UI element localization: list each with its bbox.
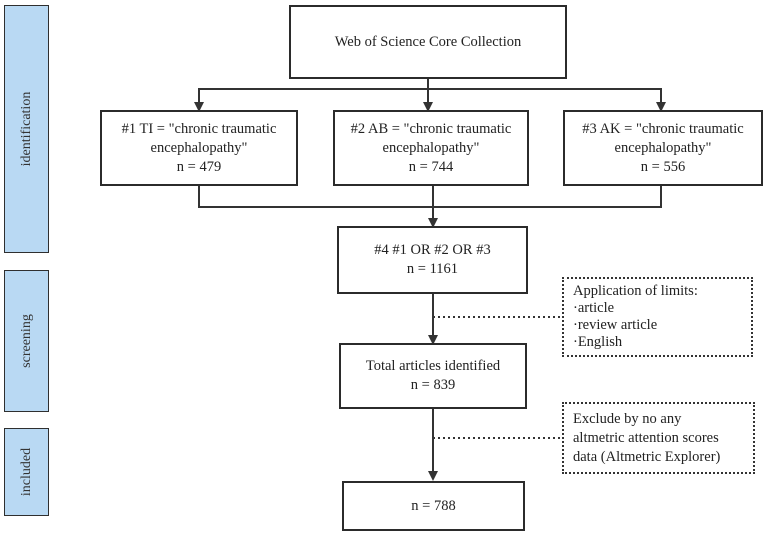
phase-included: included — [4, 428, 49, 516]
search-1-query-cont: encephalopathy" — [150, 139, 248, 156]
exclude-line-1: Exclude by no any — [573, 411, 682, 427]
phase-included-label: included — [18, 447, 34, 497]
database-label: Web of Science Core Collection — [334, 33, 522, 50]
search-2-count: n = 744 — [408, 158, 454, 175]
limits-box: Application of limits: ·article ·review … — [562, 277, 753, 357]
final-count: n = 788 — [411, 497, 456, 514]
final-box: n = 788 — [342, 481, 525, 531]
search-3-query: #3 AK = "chronic traumatic — [582, 120, 744, 137]
exclude-line-2: altmetric attention scores — [573, 430, 719, 446]
search-box-3: #3 AK = "chronic traumatic encephalopath… — [563, 110, 763, 186]
search-3-count: n = 556 — [640, 158, 686, 175]
search-2-query-cont: encephalopathy" — [382, 139, 480, 156]
total-label: Total articles identified — [365, 358, 501, 374]
phase-identification: identification — [4, 5, 49, 253]
limit-item-english: ·English — [573, 334, 623, 350]
total-box: Total articles identified n = 839 — [339, 343, 527, 409]
search-box-2: #2 AB = "chronic traumatic encephalopath… — [333, 110, 529, 186]
database-box: Web of Science Core Collection — [289, 5, 567, 79]
search-1-query: #1 TI = "chronic traumatic — [121, 120, 277, 137]
search-3-query-cont: encephalopathy" — [614, 139, 712, 156]
phase-screening-label: screening — [18, 314, 34, 368]
limit-item-article: ·article — [573, 300, 615, 316]
search-box-1: #1 TI = "chronic traumatic encephalopath… — [100, 110, 298, 186]
combined-label: #4 #1 OR #2 OR #3 — [374, 242, 491, 258]
search-1-count: n = 479 — [176, 158, 222, 175]
total-count: n = 839 — [410, 377, 456, 393]
combined-count: n = 1161 — [406, 261, 459, 277]
limit-item-review-article: ·review article — [573, 317, 658, 333]
search-2-query: #2 AB = "chronic traumatic — [350, 120, 512, 137]
exclude-box: Exclude by no any altmetric attention sc… — [562, 402, 755, 474]
phase-screening: screening — [4, 270, 49, 412]
phase-identification-label: identification — [18, 91, 34, 167]
limits-title: Application of limits: — [573, 283, 698, 299]
combined-box: #4 #1 OR #2 OR #3 n = 1161 — [337, 226, 528, 294]
exclude-line-3: data (Altmetric Explorer) — [573, 449, 721, 465]
